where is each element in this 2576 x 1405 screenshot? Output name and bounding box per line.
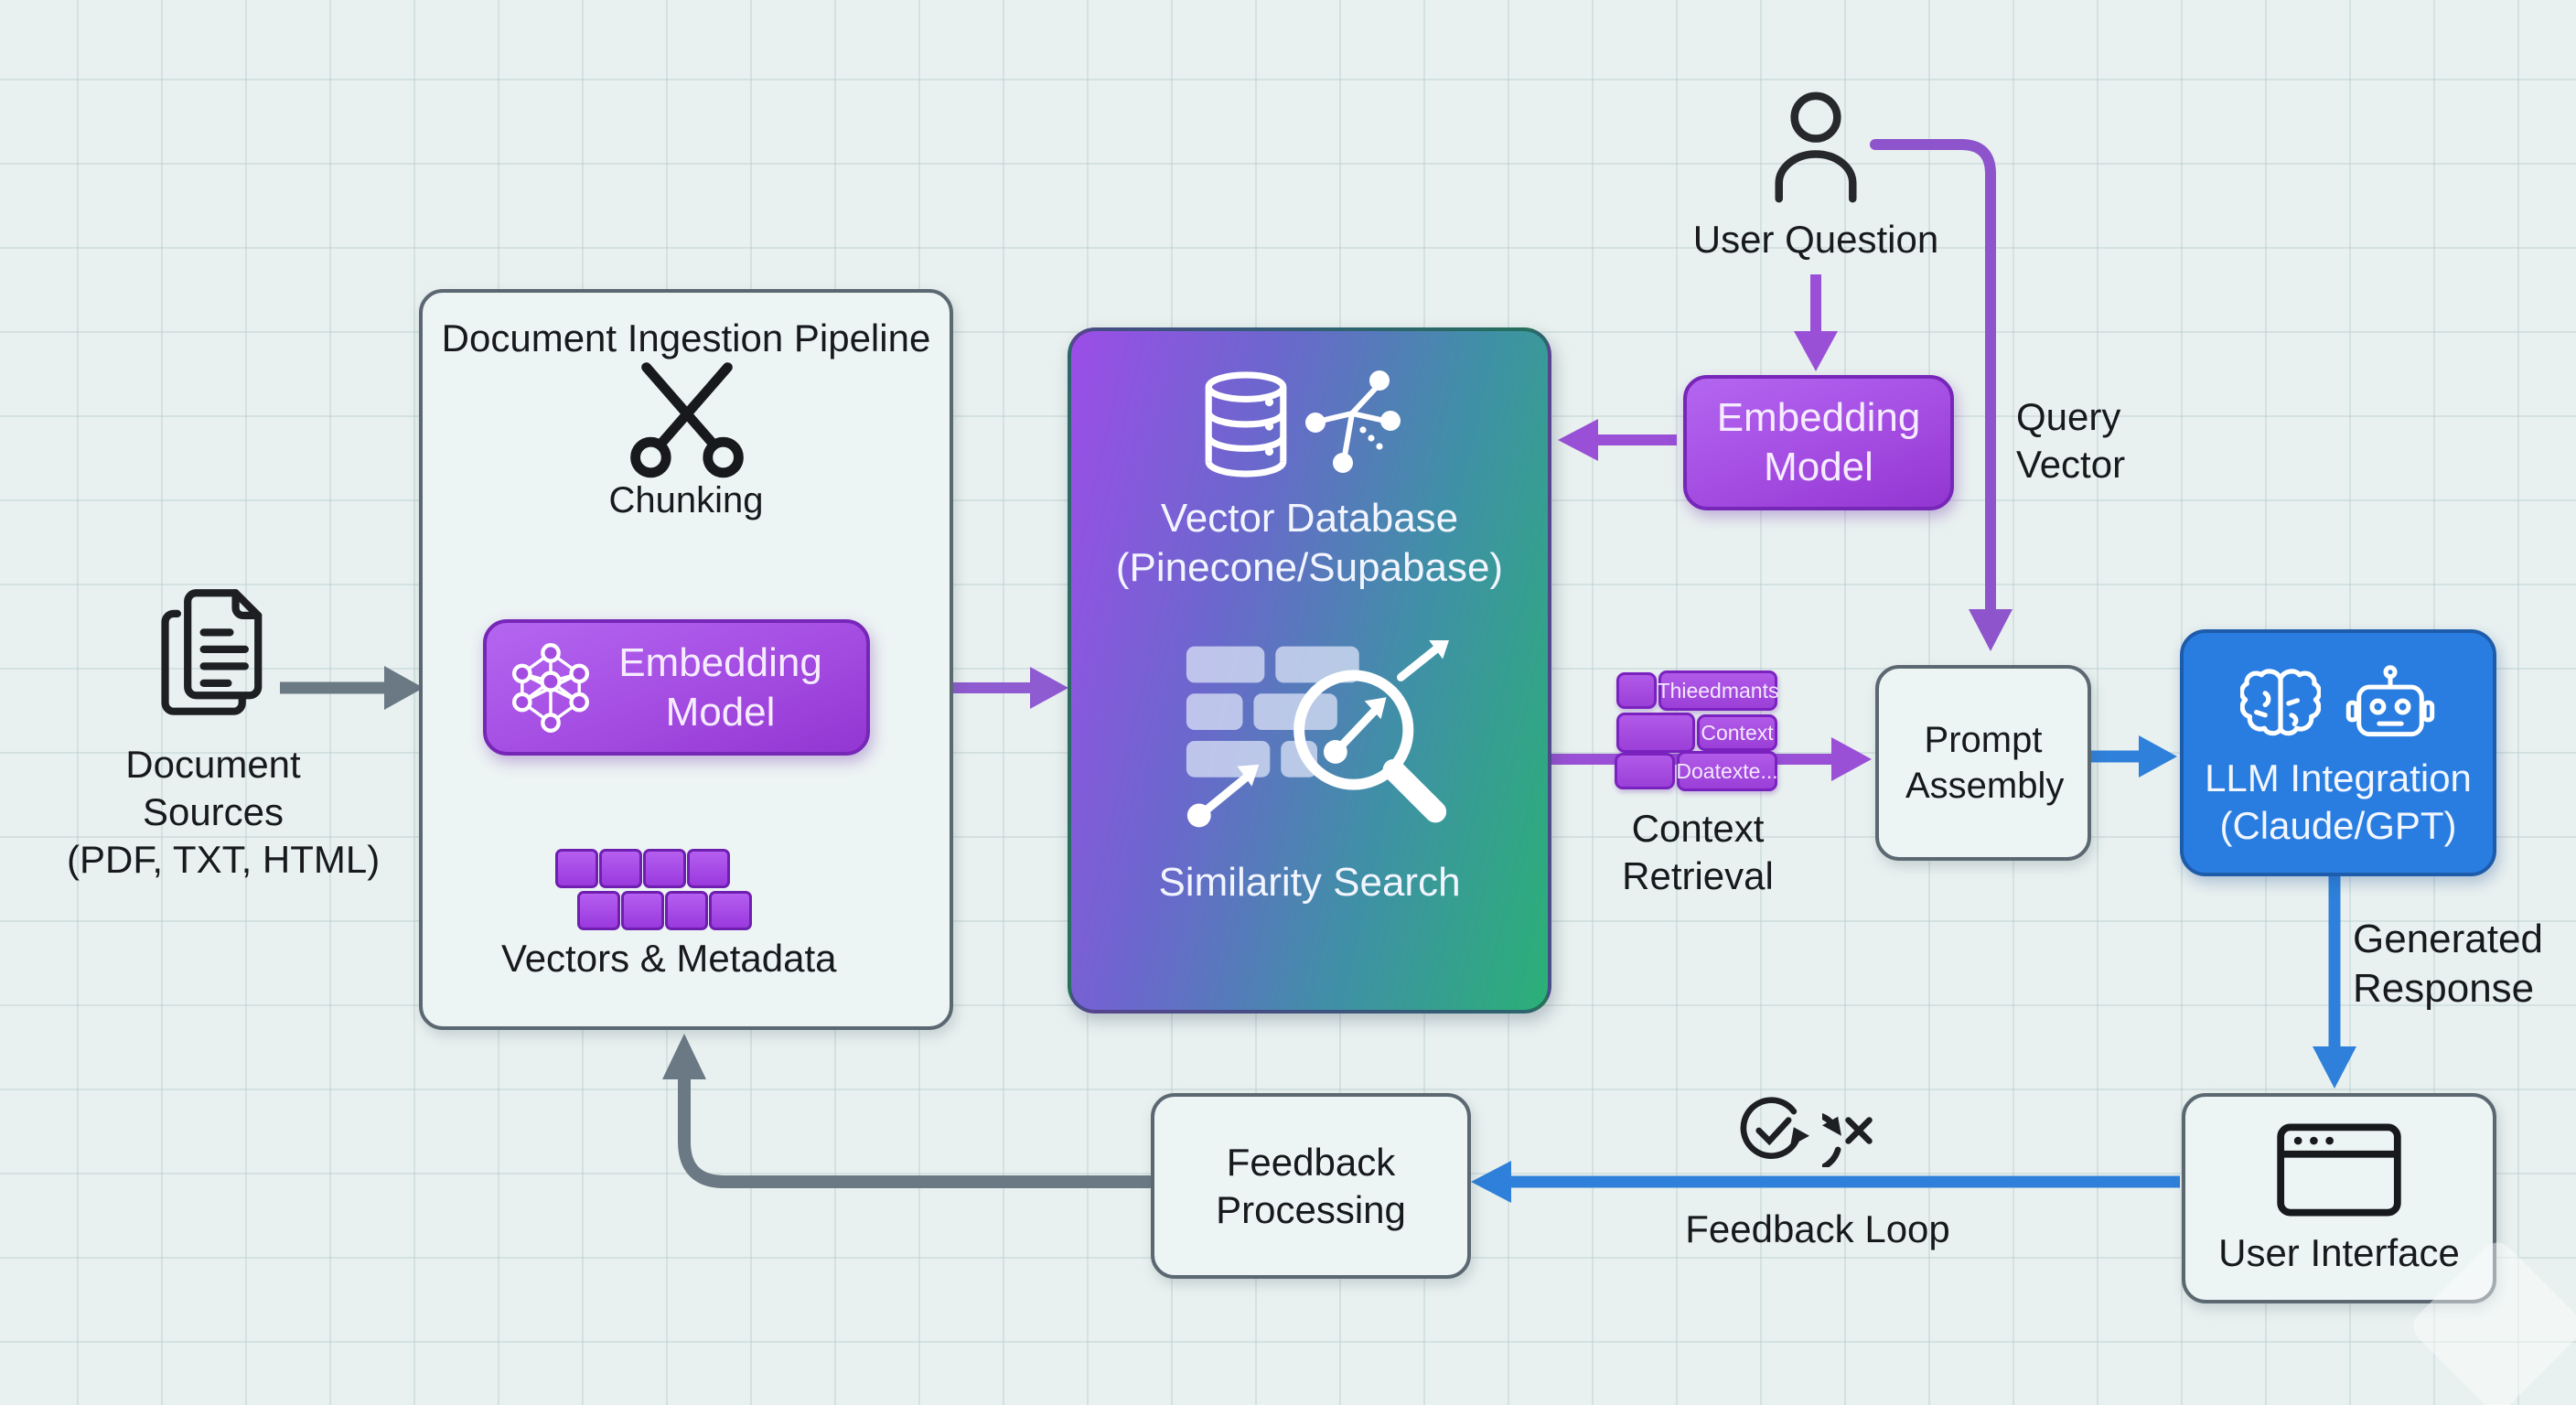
user-interface-box: User Interface <box>2182 1093 2496 1303</box>
user-interface-label: User Interface <box>2218 1231 2460 1274</box>
vector-points-icon <box>1305 370 1401 473</box>
user-question-label: User Question <box>1692 218 1939 261</box>
vector-db-subtitle: (Pinecone/Supabase) <box>1115 545 1504 590</box>
feedback-loop-label: Feedback Loop <box>1685 1207 1950 1250</box>
vector-db-title: Vector Database <box>1160 496 1459 541</box>
context-chip-blank-3 <box>1615 753 1675 789</box>
arrow-userquestion-to-embedding <box>1794 274 1838 371</box>
robot-icon <box>2345 665 2435 737</box>
query-embedding-box: Embedding Model <box>1683 375 1954 510</box>
pipeline-title: Document Ingestion Pipeline <box>441 316 931 359</box>
context-chip-1: Thieedmants <box>1658 670 1778 711</box>
vectors-metadata-label: Vectors & Metadata <box>501 937 837 980</box>
feedback-approve-icon <box>1740 1097 1809 1159</box>
arrow-docs-to-pipeline <box>280 666 424 710</box>
brain-icon <box>2240 669 2321 736</box>
context-chip-2: Context <box>1697 714 1777 751</box>
context-retrieval-label: Context Retrieval <box>1622 807 1774 897</box>
arrow-prompt-to-llm <box>2086 735 2177 778</box>
feedback-processing-box: Feedback Processing <box>1151 1093 1471 1279</box>
chunking-label: Chunking <box>608 480 764 520</box>
arrow-pipeline-to-vectordb <box>951 667 1068 709</box>
context-chip-3: Doatexte... <box>1676 751 1778 791</box>
query-vector-label: Query Vector <box>2016 395 2126 486</box>
llm-title: LLM Integration <box>2205 756 2472 799</box>
browser-window-icon <box>2277 1123 2401 1217</box>
embedding-model-box: Embedding Model <box>483 619 870 756</box>
doc-sources-label: Document Sources <box>125 743 301 833</box>
llm-subtitle: (Claude/GPT) <box>2219 804 2457 847</box>
scissors-icon <box>630 362 744 478</box>
vector-db-title-block: Vector Database (Pinecone/Supabase) <box>1071 494 1548 593</box>
arrow-feedback-to-pipeline <box>662 1034 1155 1188</box>
prompt-assembly-label: Prompt Assembly <box>1905 720 2065 806</box>
context-chip-blank-2 <box>1616 713 1695 753</box>
similarity-search-label: Similarity Search <box>1158 860 1461 905</box>
user-icon <box>1775 91 1857 203</box>
embedding-model-label: Embedding Model <box>618 639 822 735</box>
context-chip-blank-1 <box>1616 672 1657 709</box>
vector-db-box: Vector Database (Pinecone/Supabase) <box>1068 327 1551 1014</box>
prompt-assembly-box: Prompt Assembly <box>1875 665 2091 861</box>
watermark-sparkle <box>2397 1235 2576 1405</box>
feedback-processing-label: Feedback Processing <box>1216 1140 1406 1231</box>
doc-sources-label-block: Document Sources (PDF, TXT, HTML) <box>67 741 381 884</box>
generated-response-label: Generated Response <box>2353 917 2543 1011</box>
similarity-search-icon <box>1186 640 1449 828</box>
query-embedding-label: Embedding Model <box>1716 395 1921 489</box>
database-icon <box>1205 371 1287 477</box>
document-stack-icon <box>161 589 263 715</box>
doc-sources-sublabel: (PDF, TXT, HTML) <box>67 838 381 881</box>
feedback-reject-icon <box>1822 1112 1873 1167</box>
arrow-llm-to-ui <box>2313 871 2356 1089</box>
arrow-queryembedding-to-vectordb <box>1558 419 1677 461</box>
neural-network-icon <box>511 642 590 733</box>
llm-box: LLM Integration (Claude/GPT) <box>2180 629 2496 876</box>
